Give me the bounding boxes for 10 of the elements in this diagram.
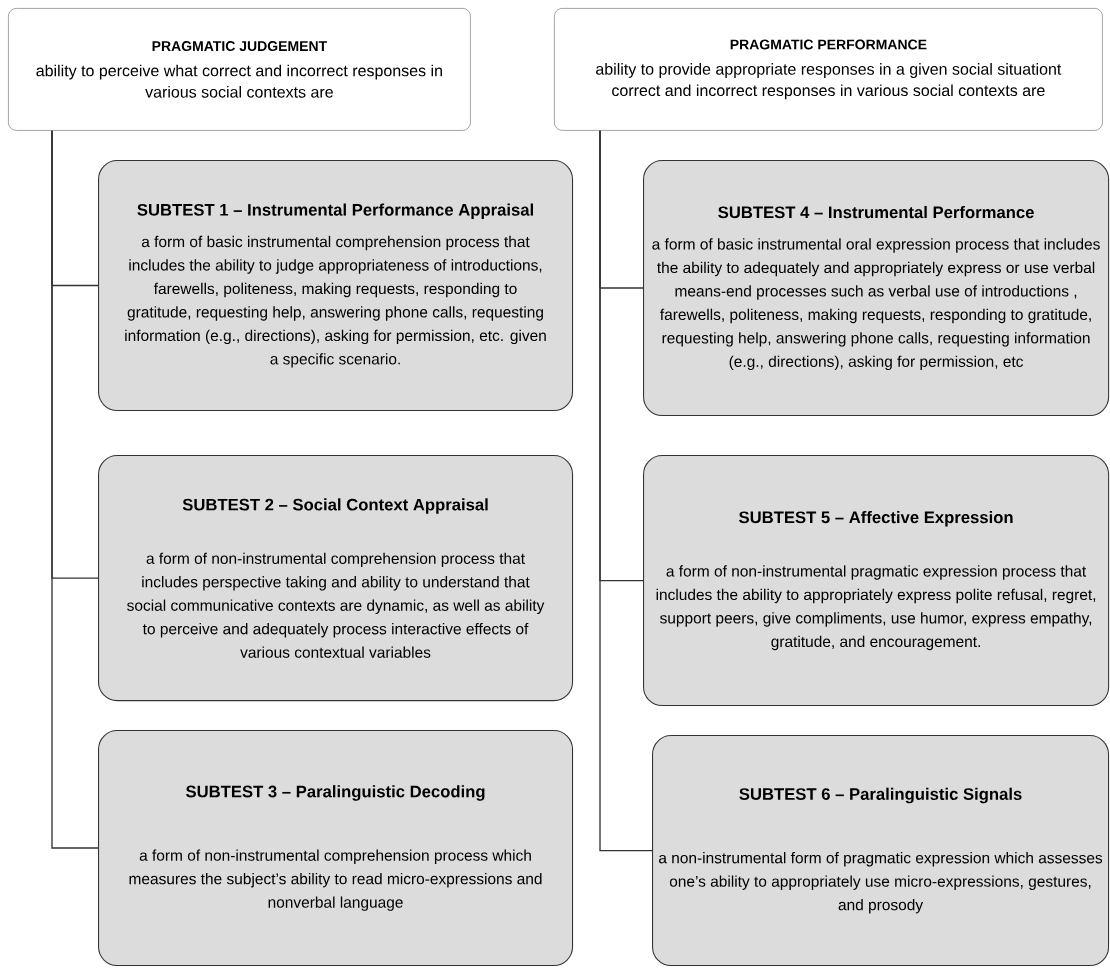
subtest-box: SUBTEST 2 – Social Context Appraisal a form of non-instrumental comprehension process that includes perspective taking and ability to understand that social communicative contexts are dynamic, as well as ability to perceive and adequately process interactive effects of various contextual variables (98, 455, 574, 702)
subtest-box: SUBTEST 6 – Paralinguistic Signals a non-instrumental form of pragmatic expression which assesses one’s ability to appropriately use micro-expressions, gestures, and prosody (652, 735, 1110, 967)
subtest-box: SUBTEST 4 – Instrumental Performance a form of basic instrumental oral expression process that includes the ability to adequately and appropriately express or use verbal means-end processes such as verbal use of introductions , farewells, politeness, making requests, responding to gratitude, requesting help, answering phone calls, requesting information (e.g., directions), asking for permission, etc (643, 160, 1110, 416)
category-box: PRAGMATIC JUDGEMENT ability to perceive what correct and incorrect responses in various social contexts are (8, 8, 471, 131)
category-box: PRAGMATIC PERFORMANCE ability to provide appropriate responses in a given social situationt correct and incorrect responses in various social contexts are (554, 8, 1103, 131)
subtest-box: SUBTEST 5 – Affective Expression a form of non-instrumental pragmatic expression process that includes the ability to appropriately express polite refusal, regret, support peers, give compliments, use humor, express empathy, gratitude, and encouragement. (643, 455, 1110, 707)
connector-line (599, 130, 653, 852)
connector-line (51, 130, 99, 849)
subtest-box: SUBTEST 3 – Paralinguistic Decoding a form of non-instrumental comprehension process which measures the subject’s ability to read micro-expressions and nonverbal language (98, 730, 574, 966)
subtest-box: SUBTEST 1 – Instrumental Performance Appraisal a form of basic instrumental comprehension process that includes the ability to judge appropriateness of introductions, farewells, politeness, making requests, responding to gratitude, requesting help, answering phone calls, requesting information (e.g., directions), asking for permission, etc. given a specific scenario. (98, 160, 574, 412)
